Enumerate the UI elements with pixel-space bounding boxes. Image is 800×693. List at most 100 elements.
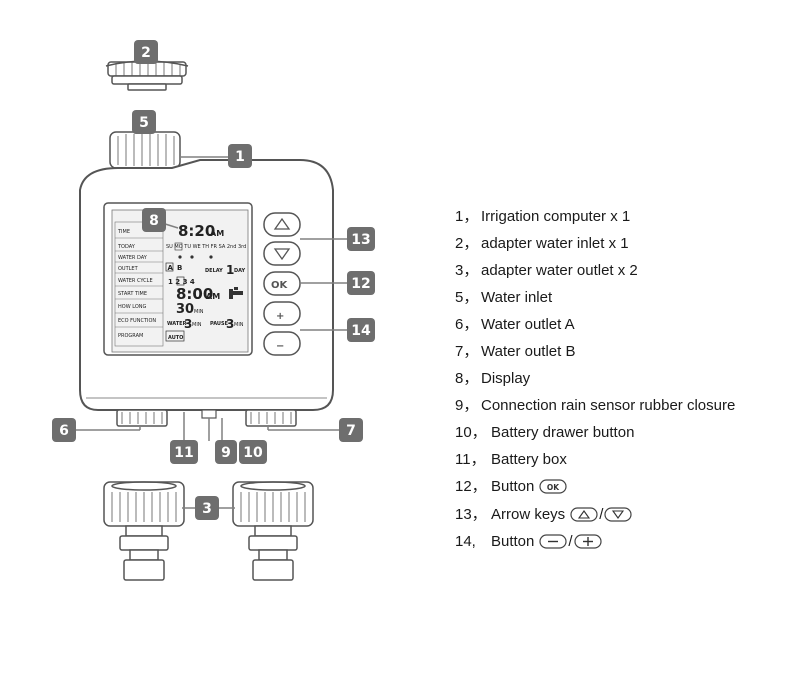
legend-number: 14, xyxy=(455,532,476,550)
svg-text:9: 9 xyxy=(221,445,231,461)
lcd-label-program: PROGRAM xyxy=(118,333,143,339)
legend-number: 9， xyxy=(455,397,479,415)
water-outlet-b xyxy=(245,409,297,427)
legend-item-12: 12，Button OK xyxy=(455,474,795,501)
arrow-up-icon xyxy=(273,217,291,230)
callout-10: 10 xyxy=(239,440,267,464)
lcd-label-today: TODAY xyxy=(117,244,136,250)
legend-item-11: 11，Battery box xyxy=(455,447,795,474)
lcd-delay-unit: DAY xyxy=(234,268,246,274)
minus-button[interactable]: − xyxy=(263,331,301,356)
water-inlet xyxy=(109,131,181,169)
legend-label: Battery box xyxy=(491,451,567,469)
lcd-delay-value: 1 xyxy=(226,263,234,277)
legend-item-3: 3，adapter water outlet x 2 xyxy=(455,257,795,284)
svg-text:6: 6 xyxy=(59,423,69,439)
irrigation-computer: TIME TODAY WATER DAY OUTLET WATER CYCLE … xyxy=(79,159,334,411)
lcd-label-start-time: START TIME xyxy=(118,291,147,297)
callout-3: 3 xyxy=(195,496,219,520)
adapter-water-outlet-left xyxy=(103,481,185,581)
lcd-duration: 30 xyxy=(176,302,194,317)
arrow-up-button-icon xyxy=(570,506,598,522)
lcd-water-value: 3 xyxy=(184,317,192,331)
separator-slash: / xyxy=(568,532,573,550)
ok-button-icon: OK xyxy=(539,479,567,495)
arrow-down-icon xyxy=(273,248,291,261)
legend-item-10: 10，Battery drawer button xyxy=(455,420,795,447)
ok-button-label: OK xyxy=(271,280,289,291)
legend-item-6: 6，Water outlet A xyxy=(455,311,795,338)
svg-text:3: 3 xyxy=(202,501,212,517)
lcd-pause-value: 3 xyxy=(226,317,234,331)
svg-text:11: 11 xyxy=(174,445,193,461)
lcd-cycle: 1 2 3 4 xyxy=(168,278,195,286)
legend-number: 12， xyxy=(455,478,487,496)
lcd-delay: DELAY xyxy=(205,268,223,274)
legend-item-13: 13，Arrow keys / xyxy=(455,501,795,528)
arrow-up-button[interactable] xyxy=(263,212,301,237)
legend-label: Button xyxy=(491,478,535,496)
svg-text:1: 1 xyxy=(235,149,245,165)
battery-drawer-button xyxy=(201,409,217,419)
lcd-clock-unit: AM xyxy=(210,229,224,238)
plus-button-icon xyxy=(573,534,602,549)
callout-13: 13 xyxy=(347,227,375,251)
arrow-down-button[interactable] xyxy=(263,241,301,266)
legend-item-5: 5，Water inlet xyxy=(455,284,795,311)
legend-item-9: 9，Connection rain sensor rubber closure xyxy=(455,393,795,420)
lcd-auto: AUTO xyxy=(168,335,183,341)
faucet-icon xyxy=(229,287,243,299)
legend-item-8: 8，Display xyxy=(455,366,795,393)
legend-label: Water inlet xyxy=(481,288,553,306)
legend-item-14: 14,Button / xyxy=(455,528,795,555)
arrow-down-button-icon xyxy=(604,506,632,522)
lcd-clock: 8:20 xyxy=(178,222,215,240)
callout-2: 2 xyxy=(134,40,158,64)
svg-text:12: 12 xyxy=(351,276,370,292)
legend-number: 1， xyxy=(455,207,479,225)
legend-item-2: 2，adapter water inlet x 1 xyxy=(455,230,795,257)
svg-text:OK: OK xyxy=(547,483,560,492)
svg-text:10: 10 xyxy=(243,445,263,461)
legend-label: adapter water outlet x 2 xyxy=(481,261,638,279)
legend-label: Water outlet B xyxy=(481,343,576,361)
lcd-weekdays: SU MO TU WE TH FR SA 2nd 3rd xyxy=(166,244,246,250)
lcd-outlet-b: B xyxy=(177,264,182,272)
legend-label: Irrigation computer x 1 xyxy=(481,207,631,225)
adapter-water-inlet xyxy=(105,60,189,91)
lcd-pause-unit: MIN xyxy=(234,322,244,328)
water-outlet-a xyxy=(116,409,168,427)
lcd-label-water-day: WATER DAY xyxy=(118,255,148,261)
lcd-label-outlet: OUTLET xyxy=(118,266,139,272)
lcd-label-eco-function: ECO FUNCTION xyxy=(118,318,156,324)
svg-text:14: 14 xyxy=(351,323,371,339)
callout-9: 9 xyxy=(215,440,237,464)
plus-button[interactable]: + xyxy=(263,301,301,326)
callout-7: 7 xyxy=(339,418,363,442)
lcd-water-unit: MIN xyxy=(192,322,202,328)
lcd-label-column xyxy=(114,221,164,347)
callout-11: 11 xyxy=(170,440,198,464)
callout-12: 12 xyxy=(347,271,375,295)
legend-item-7: 7，Water outlet B xyxy=(455,338,795,365)
parts-legend: 1，Irrigation computer x 1 2，adapter wate… xyxy=(455,203,795,555)
lcd-start-unit: AM xyxy=(206,292,220,301)
legend-number: 10， xyxy=(455,424,487,442)
callout-8: 8 xyxy=(142,208,166,232)
lcd-duration-unit: MIN xyxy=(194,309,204,315)
callout-1: 1 xyxy=(228,144,252,168)
legend-number: 3， xyxy=(455,261,479,279)
legend-number: 2， xyxy=(455,234,479,252)
legend-label: Battery drawer button xyxy=(491,424,635,442)
lcd-labels: TIME TODAY WATER DAY OUTLET WATER CYCLE … xyxy=(117,229,156,339)
lcd-outlet-a: A xyxy=(168,264,174,272)
lcd-start-time: 8:00 xyxy=(176,285,213,303)
legend-number: 8， xyxy=(455,370,479,388)
lcd-water: WATER xyxy=(167,321,187,327)
lcd-label-water-cycle: WATER CYCLE xyxy=(118,278,153,284)
minus-button-icon xyxy=(539,534,567,549)
ok-button[interactable]: OK xyxy=(263,271,301,296)
svg-text:13: 13 xyxy=(351,232,370,248)
legend-label: Connection rain sensor rubber closure xyxy=(481,397,736,415)
svg-text:7: 7 xyxy=(346,423,356,439)
